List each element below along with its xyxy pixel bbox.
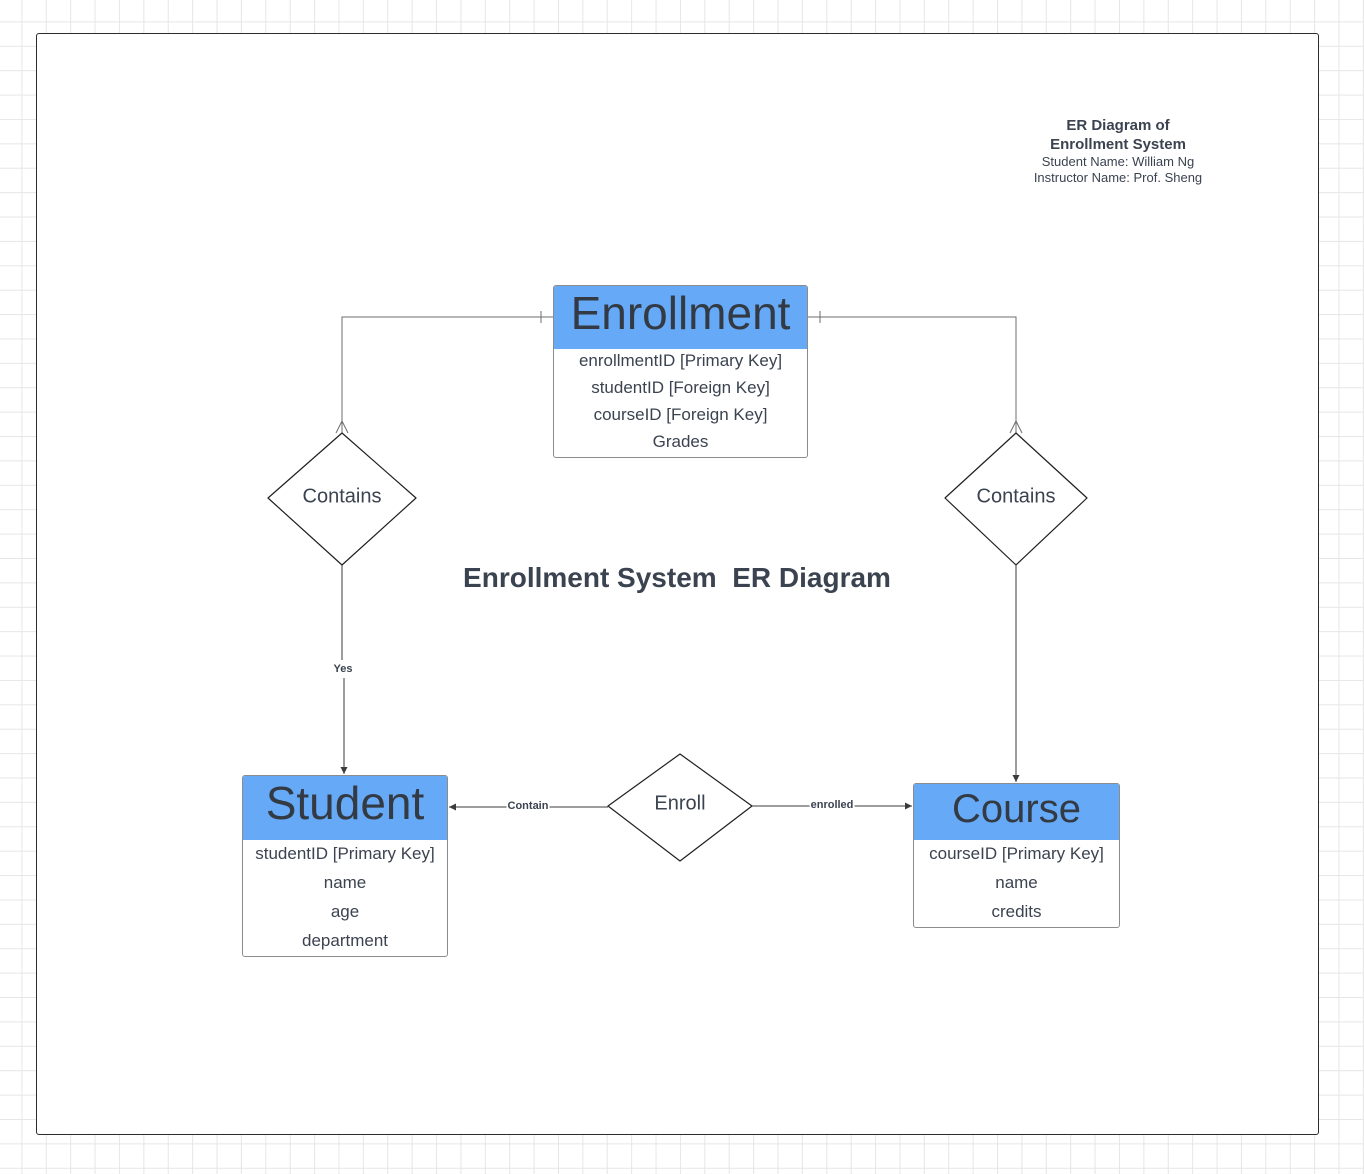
edge-label-contain: Contain — [506, 800, 550, 812]
entity-course[interactable]: Course courseID [Primary Key] name credi… — [913, 783, 1120, 928]
edge-enrollment-contains-left — [341, 316, 553, 433]
edge-label-yes: Yes — [332, 663, 354, 675]
entity-student-header: Student — [243, 776, 447, 840]
entity-enrollment-header: Enrollment — [554, 286, 807, 349]
entity-enrollment-attr: Grades — [652, 432, 709, 451]
edge-contains-student — [342, 565, 344, 774]
edge-label-enrolled: enrolled — [809, 799, 855, 811]
entity-student-attr: age — [330, 902, 360, 921]
relationship-label-contains-left: Contains — [302, 485, 382, 508]
crows-foot-right — [1009, 420, 1023, 434]
entity-student-attr: name — [323, 873, 367, 892]
relationship-diamond-contains-left[interactable] — [267, 432, 417, 566]
entity-enrollment[interactable]: Enrollment enrollmentID [Primary Key] st… — [553, 285, 808, 458]
entity-student-attr: department — [302, 931, 388, 950]
title-block: ER Diagram of Enrollment System Student … — [1018, 116, 1218, 186]
relationship-diamond-contains-right[interactable] — [944, 432, 1088, 566]
entity-course-attr: name — [995, 873, 1038, 892]
student-name-text: Student Name: William Ng — [1041, 154, 1195, 169]
entity-enrollment-attr: courseID [Foreign Key] — [593, 405, 768, 424]
instructor-name-text: Instructor Name: Prof. Sheng — [1033, 170, 1203, 185]
title-heading-line1: ER Diagram of — [1066, 117, 1170, 134]
entity-course-attr: credits — [991, 902, 1042, 921]
entity-student-attr: studentID [Primary Key] — [255, 844, 435, 863]
edge-enrollment-contains-right — [807, 316, 1017, 433]
entity-enrollment-attr: enrollmentID [Primary Key] — [578, 351, 783, 370]
main-title: Enrollment System ER Diagram — [463, 562, 891, 593]
relationship-label-enroll: Enroll — [654, 792, 706, 815]
relationship-label-contains-right: Contains — [976, 485, 1056, 508]
entity-course-attr: courseID [Primary Key] — [929, 844, 1104, 863]
relationship-diamond-enroll[interactable] — [607, 753, 753, 862]
crows-foot-left — [335, 420, 349, 434]
entity-student[interactable]: Student studentID [Primary Key] name age… — [242, 775, 448, 957]
entity-course-header: Course — [914, 784, 1119, 840]
title-heading-line2: Enrollment System — [1050, 136, 1186, 153]
entity-enrollment-attr: studentID [Foreign Key] — [591, 378, 770, 397]
